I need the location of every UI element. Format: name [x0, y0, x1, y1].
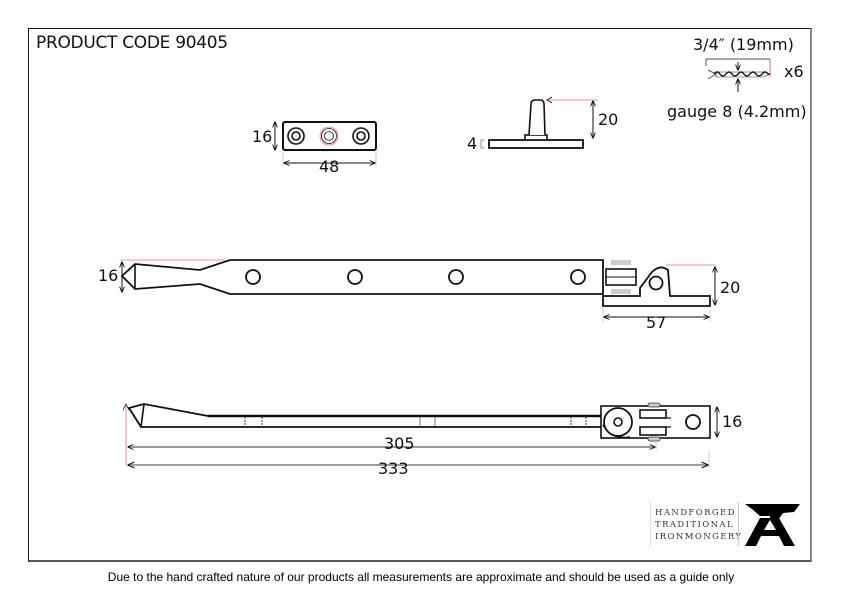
- logo-rule: [650, 502, 651, 546]
- disclaimer: Due to the hand crafted nature of our pr…: [107, 570, 735, 584]
- stay-top-view: [122, 402, 717, 468]
- overall-length-label: 333: [378, 459, 409, 478]
- keep-plate-width-label: 48: [319, 157, 340, 176]
- stay-side-view: [120, 259, 716, 322]
- screw-length-label: 3/4″ (19mm): [693, 35, 794, 54]
- logo-text: HANDFORGED TRADITIONAL IRONMONGERY: [655, 507, 742, 543]
- stay-end-height-label: 16: [98, 266, 119, 285]
- pin-height-label: 20: [598, 110, 619, 129]
- pin-base-label: 4: [467, 134, 478, 153]
- bracket-height-label: 20: [720, 278, 741, 297]
- stay-end-width-label: 16: [722, 412, 743, 431]
- casement-pin: [480, 96, 598, 149]
- screw-gauge-label: gauge 8 (4.2mm): [667, 102, 807, 121]
- drawing-frame: [28, 28, 812, 562]
- logo-line-2: TRADITIONAL: [655, 520, 734, 530]
- logo-line-1: HANDFORGED: [655, 508, 736, 518]
- logo-divider: [738, 502, 739, 546]
- bracket-width-label: 57: [646, 313, 667, 332]
- screw-quantity-label: x6: [784, 62, 804, 81]
- logo-line-3: IRONMONGERY: [655, 532, 743, 542]
- screw-icon: [705, 58, 771, 92]
- keep-plate-height-label: 16: [252, 127, 273, 146]
- product-code: PRODUCT CODE 90405: [36, 33, 228, 53]
- anvil-icon: [745, 504, 800, 546]
- keep-plate: [275, 121, 377, 166]
- inner-length-label: 305: [384, 434, 415, 453]
